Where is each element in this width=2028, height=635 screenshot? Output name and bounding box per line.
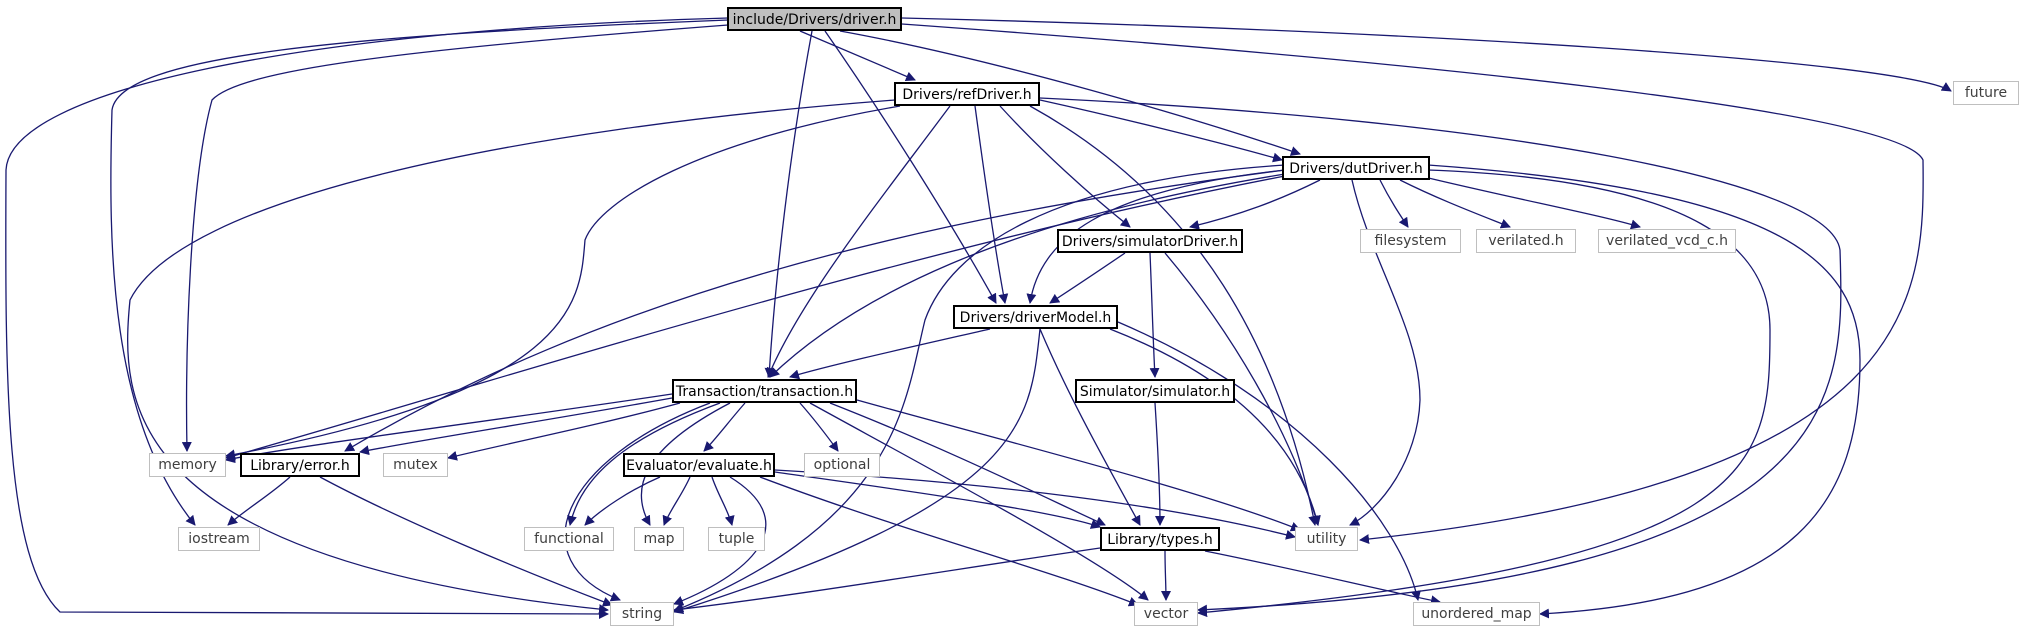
- node-string[interactable]: string: [610, 602, 674, 626]
- edge-dut-to-vector: [1197, 169, 1771, 618]
- edge-transaction-to-vector: [809, 402, 1149, 601]
- edge-types-to-string: [673, 547, 1101, 614]
- node-refdriver-h[interactable]: Drivers/refDriver.h: [894, 82, 1040, 106]
- edge-root-to-memory: [181, 24, 729, 452]
- edge-evaluate-to-map: [662, 476, 691, 526]
- node-transaction-h[interactable]: Transaction/transaction.h: [672, 379, 857, 403]
- edge-transaction-to-utility: [856, 399, 1301, 532]
- node-future[interactable]: future: [1953, 81, 2019, 105]
- edge-simdriver-to-simulator: [1149, 252, 1160, 378]
- edge-evaluate-to-vector: [759, 476, 1139, 607]
- node-optional[interactable]: optional: [804, 453, 880, 477]
- edge-transaction-to-evaluate: [703, 402, 746, 452]
- edge-evaluate-to-functional: [584, 476, 661, 526]
- edge-transaction-to-types: [829, 402, 1106, 526]
- edge-transaction-to-memory: [225, 393, 673, 464]
- node-map[interactable]: map: [634, 527, 684, 551]
- edge-ref-to-drivermodel: [974, 105, 1009, 304]
- edge-ref-to-simulatordriver: [999, 105, 1131, 228]
- node-error-h[interactable]: Library/error.h: [240, 453, 360, 477]
- edge-dut-to-verilated-vcd: [1419, 175, 1641, 230]
- node-utility[interactable]: utility: [1295, 527, 1358, 551]
- edge-transaction-to-string: [564, 402, 711, 602]
- edge-dut-to-unordered-map: [1427, 164, 1861, 619]
- edge-ref-to-string: [127, 99, 896, 615]
- edge-drivermodel-to-types: [1039, 328, 1141, 526]
- edge-drivermodel-to-unordered-map: [1117, 321, 1421, 601]
- edge-transaction-to-optional: [799, 402, 839, 452]
- edge-types-to-vector: [1160, 550, 1171, 601]
- edge-root-to-transaction: [764, 30, 813, 378]
- node-dutdriver-h[interactable]: Drivers/dutDriver.h: [1282, 156, 1430, 180]
- node-simulatordriver-h[interactable]: Drivers/simulatorDriver.h: [1057, 229, 1243, 253]
- edge-dut-to-error: [344, 169, 1286, 452]
- node-memory[interactable]: memory: [149, 453, 226, 477]
- edge-root-to-future: [901, 17, 1952, 92]
- edge-simdriver-to-drivermodel: [1049, 252, 1126, 304]
- node-evaluate-h[interactable]: Evaluator/evaluate.h: [623, 453, 775, 477]
- edge-dut-to-transaction: [769, 173, 1286, 378]
- node-tuple[interactable]: tuple: [708, 527, 765, 551]
- node-types-h[interactable]: Library/types.h: [1100, 527, 1220, 551]
- edge-root-to-string: [5, 17, 729, 619]
- edge-transaction-to-mutex: [447, 402, 681, 461]
- edge-ref-to-utility: [1029, 105, 1319, 526]
- edge-root-to-refdriver: [799, 30, 916, 82]
- edge-dut-to-filesystem: [1379, 179, 1409, 228]
- edge-root-to-utility: [901, 23, 1924, 545]
- edge-types-to-unordered-map: [1204, 550, 1441, 606]
- edge-ref-to-vector: [1039, 97, 1842, 615]
- edge-drivermodel-to-string: [673, 328, 1041, 615]
- edge-error-to-iostream: [227, 476, 291, 526]
- edge-root-to-dutdriver: [839, 30, 1301, 156]
- edge-root-to-iostream: [110, 19, 729, 526]
- node-simulator-h[interactable]: Simulator/simulator.h: [1075, 379, 1235, 403]
- node-drivermodel-h[interactable]: Drivers/driverModel.h: [953, 305, 1118, 329]
- node-verilated-vcd-c-h[interactable]: verilated_vcd_c.h: [1598, 229, 1736, 253]
- edge-error-to-string: [319, 476, 613, 607]
- edge-dut-to-simulatordriver: [1189, 179, 1321, 230]
- edge-transaction-to-error: [359, 397, 673, 456]
- edge-dut-to-memory: [225, 175, 1286, 461]
- node-vector[interactable]: vector: [1134, 602, 1198, 626]
- edge-transaction-to-functional: [567, 402, 721, 526]
- edge-dut-to-string: [673, 164, 1286, 613]
- edge-ref-to-memory: [225, 105, 901, 460]
- edge-drivermodel-to-utility: [1109, 328, 1321, 526]
- node-mutex[interactable]: mutex: [383, 453, 448, 477]
- node-functional[interactable]: functional: [524, 527, 614, 551]
- edge-ref-to-dutdriver: [1039, 99, 1283, 163]
- node-unordered-map[interactable]: unordered_map: [1413, 602, 1540, 626]
- edge-evaluate-to-types: [774, 471, 1101, 529]
- node-verilated-h[interactable]: verilated.h: [1476, 229, 1576, 253]
- edge-dut-to-verilated: [1399, 179, 1511, 229]
- edge-ref-to-transaction: [766, 105, 951, 378]
- edge-root-to-drivermodel: [824, 30, 997, 304]
- node-filesystem[interactable]: filesystem: [1360, 229, 1461, 253]
- node-iostream[interactable]: iostream: [178, 527, 260, 551]
- edge-drivermodel-to-transaction: [789, 328, 991, 380]
- edge-evaluate-to-tuple: [711, 476, 735, 526]
- node-driver-h[interactable]: include/Drivers/driver.h: [727, 7, 902, 31]
- edge-simulator-to-types: [1154, 402, 1165, 526]
